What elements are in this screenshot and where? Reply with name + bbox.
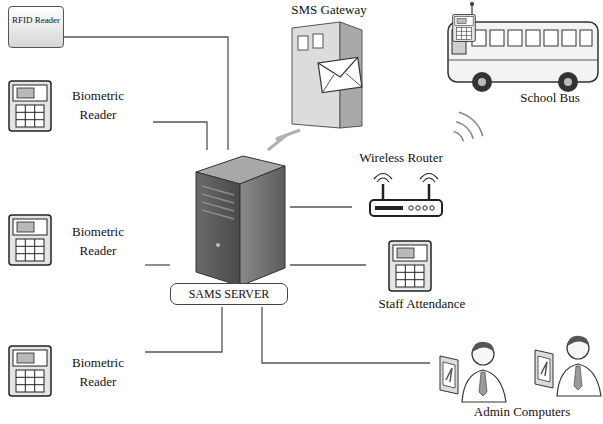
node-label: RFID Reader bbox=[9, 15, 63, 26]
network-cable bbox=[290, 264, 366, 265]
biometric-device bbox=[9, 215, 51, 265]
biometric-device bbox=[9, 346, 51, 396]
wireless-router-node: Wireless Router bbox=[352, 150, 450, 220]
wireless-router bbox=[370, 174, 442, 217]
biometric-reader-node: Biometric Reader bbox=[8, 212, 145, 268]
admin-person bbox=[535, 336, 601, 396]
staff-attendance-node: Staff Attendance bbox=[366, 238, 478, 318]
admin-computers-node: Admin Computers bbox=[430, 328, 600, 424]
wireless-waves bbox=[454, 112, 483, 141]
node-label: Biometric Reader bbox=[53, 353, 143, 391]
node-label: Biometric Reader bbox=[53, 222, 143, 260]
admin-person bbox=[440, 342, 506, 402]
node-label: Wireless Router bbox=[352, 150, 450, 166]
node-label: School Bus bbox=[510, 90, 590, 106]
network-cable bbox=[290, 206, 352, 207]
node-label: Staff Attendance bbox=[366, 296, 478, 312]
rfid-reader-box: RFID Reader bbox=[8, 6, 64, 48]
network-cable bbox=[153, 122, 207, 150]
network-cable bbox=[145, 264, 170, 265]
biometric-device bbox=[9, 81, 51, 131]
node-label: Admin Computers bbox=[462, 404, 582, 420]
node-label: SAMS SERVER bbox=[170, 283, 288, 305]
wireless-bolt bbox=[268, 130, 300, 150]
server-node: SAMS SERVER bbox=[170, 150, 290, 307]
sms-gateway-node: SMS Gateway bbox=[283, 2, 375, 130]
school-bus-node: School Bus bbox=[440, 8, 600, 110]
server-tower bbox=[196, 156, 285, 286]
network-cable bbox=[262, 307, 430, 363]
biometric-reader-node: Biometric Reader bbox=[8, 80, 153, 135]
node-label: Biometric Reader bbox=[53, 86, 143, 124]
biometric-reader-node: Biometric Reader bbox=[8, 343, 145, 397]
attendance-device bbox=[389, 241, 431, 291]
node-label: SMS Gateway bbox=[283, 2, 375, 18]
school-bus bbox=[448, 2, 598, 92]
network-cable bbox=[145, 307, 222, 352]
sms-gateway-building bbox=[292, 22, 362, 128]
